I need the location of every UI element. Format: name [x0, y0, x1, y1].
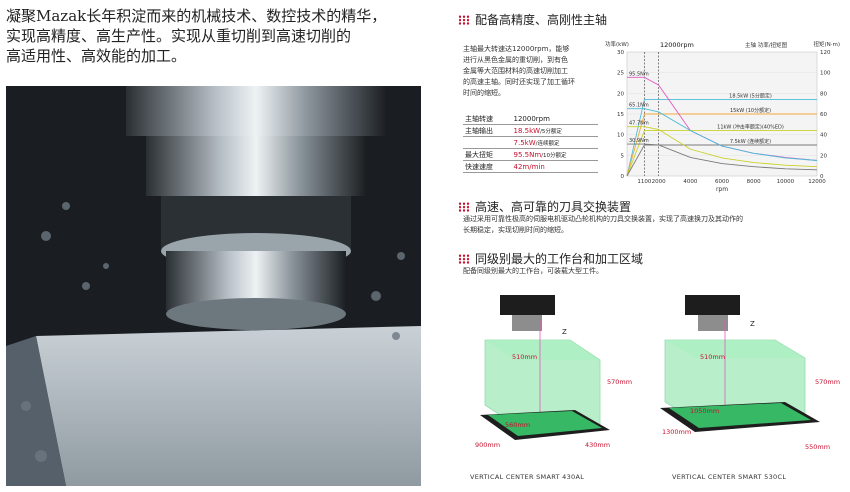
y-left-tick-label: 0 — [621, 174, 625, 180]
y-left-tick-label: 5 — [621, 153, 625, 159]
series-line — [626, 130, 817, 177]
machine-530cl-name: VERTICAL CENTER SMART 530CL — [672, 473, 787, 481]
series-label: 11kW (冲击率额定)(40%ED) — [717, 124, 784, 131]
intro-line-2: 实现高精度、高生产性。实现从重切削到高速切削的 — [6, 27, 352, 45]
machine-530cl-diagram — [660, 295, 820, 432]
spindle-nose — [512, 315, 542, 331]
z-axis-label: Z — [750, 320, 755, 328]
table-row: 7.5kW/连续额定 — [463, 136, 598, 149]
machine-430al-name: VERTICAL CENTER SMART 430AL — [470, 473, 585, 481]
y-left-tick-label: 25 — [617, 71, 624, 77]
y-right-tick-label: 120 — [820, 50, 831, 56]
series-line — [627, 126, 818, 168]
table-description: 配备同级别最大的工作台，可装载大型工件。 — [463, 267, 603, 275]
table-row: 快速速度 42m/min — [463, 160, 598, 173]
table-row: 最大扭矩 95.5Nm/10分额定 — [463, 148, 598, 161]
table-depth-label: 550mm — [805, 443, 831, 451]
z-axis-label: Z — [562, 328, 567, 336]
y-right-axis-label: 扭矩(N·m) — [813, 40, 840, 48]
atc-description: 通过采用可靠性极高的伺服电机驱动凸轮机构的刀具交换装置，实现了高速换刀及其动作的… — [463, 215, 743, 234]
y-right-tick-label: 80 — [820, 91, 827, 97]
series-label: 95.5Nm — [629, 71, 649, 77]
series-label: 65.1Nm — [629, 103, 649, 109]
y-left-tick-label: 15 — [617, 112, 624, 118]
chart-header-rpm: 12000rpm — [660, 41, 694, 49]
photo-illustration — [6, 86, 421, 486]
z-travel-label: 570mm — [815, 378, 841, 386]
table-section-title: 同级别最大的工作台和加工区域 — [458, 250, 643, 267]
x-travel-label: 560mm — [505, 421, 531, 429]
x-tick-label: 6000 — [715, 179, 729, 185]
series-line — [627, 143, 818, 171]
work-envelope-top — [485, 340, 600, 360]
series-label: 30.9Nm — [629, 138, 649, 144]
x-tick-label: 8000 — [747, 179, 761, 185]
y-travel-label: 510mm — [700, 353, 726, 361]
atc-section-title: 高速、高可靠的刀具交换装置 — [458, 198, 631, 215]
red-dots-icon — [458, 202, 470, 212]
y-right-tick-label: 100 — [820, 71, 831, 77]
machining-photo — [6, 86, 421, 486]
x-travel-label: 1050mm — [690, 407, 720, 415]
x-tick-label: 10000 — [777, 179, 795, 185]
intro-line-3: 高适用性、高效能的加工。 — [6, 47, 187, 65]
y-left-tick-label: 30 — [617, 50, 624, 56]
y-right-tick-label: 0 — [820, 174, 824, 180]
spindle-section-title: 配备高精度、高刚性主轴 — [458, 11, 607, 28]
series-line — [626, 99, 817, 177]
series-label: 47.7Nm — [629, 121, 649, 127]
intro-line-1: 凝聚Mazak长年积淀而来的机械技术、数控技术的精华， — [6, 7, 387, 25]
x-tick-label: 2000 — [652, 179, 666, 185]
y-left-tick-label: 20 — [617, 91, 624, 97]
spindle-head — [500, 295, 555, 315]
series-label: 15kW (10分额定) — [730, 107, 771, 114]
series-line — [627, 108, 818, 161]
machine-430al-diagram — [480, 295, 610, 440]
x-tick-label: 12000 — [808, 179, 826, 185]
table-slots — [488, 411, 602, 436]
y-left-axis-label: 功率(kW) — [605, 40, 629, 48]
work-envelope-top — [665, 340, 805, 358]
table-width-label: 900mm — [475, 441, 501, 449]
spindle-description: 主轴最大转速达12000rpm，能够 进行从黑色金属的重切削，到有色 金属等大范… — [463, 45, 575, 97]
series-label: 18.5kW (5分额定) — [729, 93, 772, 100]
y-right-tick-label: 60 — [820, 112, 827, 118]
table-width-label: 1300mm — [662, 428, 692, 436]
intro-text: 凝聚Mazak长年积淀而来的机械技术、数控技术的精华， 实现高精度、高生产性。实… — [6, 6, 426, 66]
x-axis-label: rpm — [716, 186, 728, 193]
spindle-nose — [698, 315, 728, 331]
chart-title: 主轴 功率/扭矩图 — [745, 41, 788, 49]
y-travel-label: 510mm — [512, 353, 538, 361]
table-depth-label: 430mm — [585, 441, 611, 449]
table-slots — [669, 403, 811, 428]
y-left-tick-label: 10 — [617, 133, 624, 139]
series-line — [626, 113, 817, 177]
series-line — [626, 144, 817, 177]
x-tick-label: 4000 — [683, 179, 697, 185]
spindle-spec-table: 主轴转速 12000rpm 主轴输出 18.5kW/5分额定 7.5kW/连续额… — [463, 113, 598, 173]
table-row: 主轴输出 18.5kW/5分额定 — [463, 124, 598, 137]
series-label: 7.5kW (连续额定) — [730, 138, 771, 145]
spindle-head — [685, 295, 740, 315]
z-travel-label: 570mm — [607, 378, 633, 386]
y-right-tick-label: 20 — [820, 153, 827, 159]
table-row: 主轴转速 12000rpm — [463, 113, 598, 125]
red-dots-icon — [458, 15, 470, 25]
x-tick-label: 1100 — [637, 179, 651, 185]
red-dots-icon — [458, 254, 470, 264]
y-right-tick-label: 40 — [820, 133, 827, 139]
